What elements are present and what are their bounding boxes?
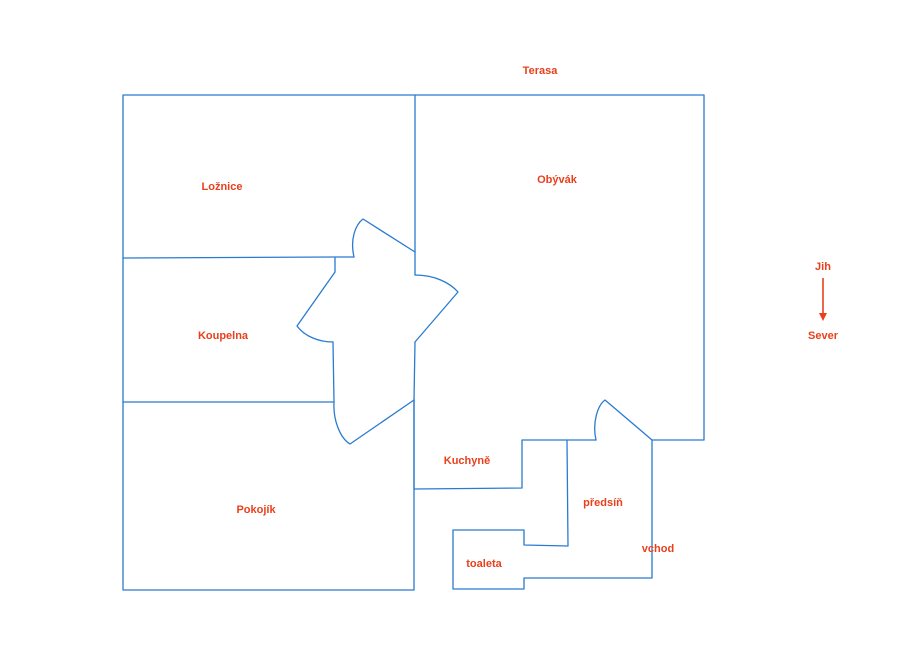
label-vchod: vchod: [642, 543, 674, 555]
wall-pokojik: [122, 399, 415, 591]
label-kuchyne: Kuchyně: [444, 455, 490, 467]
door-koupelna: [296, 271, 336, 343]
room-labels: Terasa Ložnice Obývák Koupelna Pokojík K…: [198, 65, 674, 570]
wall-loznice: [122, 94, 416, 259]
door-pokojik: [333, 399, 415, 445]
door-loznice: [351, 218, 416, 258]
wall-koupelna-right-bottom: [332, 341, 335, 403]
label-predsin: předsíň: [583, 497, 623, 509]
wall-hall-right-lower: [413, 341, 416, 401]
label-pokojik: Pokojík: [236, 504, 276, 516]
door-predsin: [594, 399, 653, 441]
label-toaleta: toaleta: [466, 558, 502, 570]
wall-predsin: [452, 439, 653, 590]
wall-loznice-bottom: [122, 256, 355, 259]
label-koupelna: Koupelna: [198, 330, 249, 342]
wall-kuchyne: [413, 439, 597, 490]
label-terasa: Terasa: [523, 65, 559, 77]
compass-bottom-label: Sever: [808, 330, 839, 342]
compass-arrowhead-icon: [819, 313, 827, 321]
compass-top-label: Jih: [815, 261, 831, 273]
wall-obyvak: [414, 94, 705, 441]
label-obyvak: Obývák: [537, 174, 578, 186]
compass: Jih Sever: [808, 261, 839, 342]
label-loznice: Ložnice: [202, 181, 243, 193]
walls: [122, 94, 705, 591]
door-obyvak: [414, 274, 459, 343]
